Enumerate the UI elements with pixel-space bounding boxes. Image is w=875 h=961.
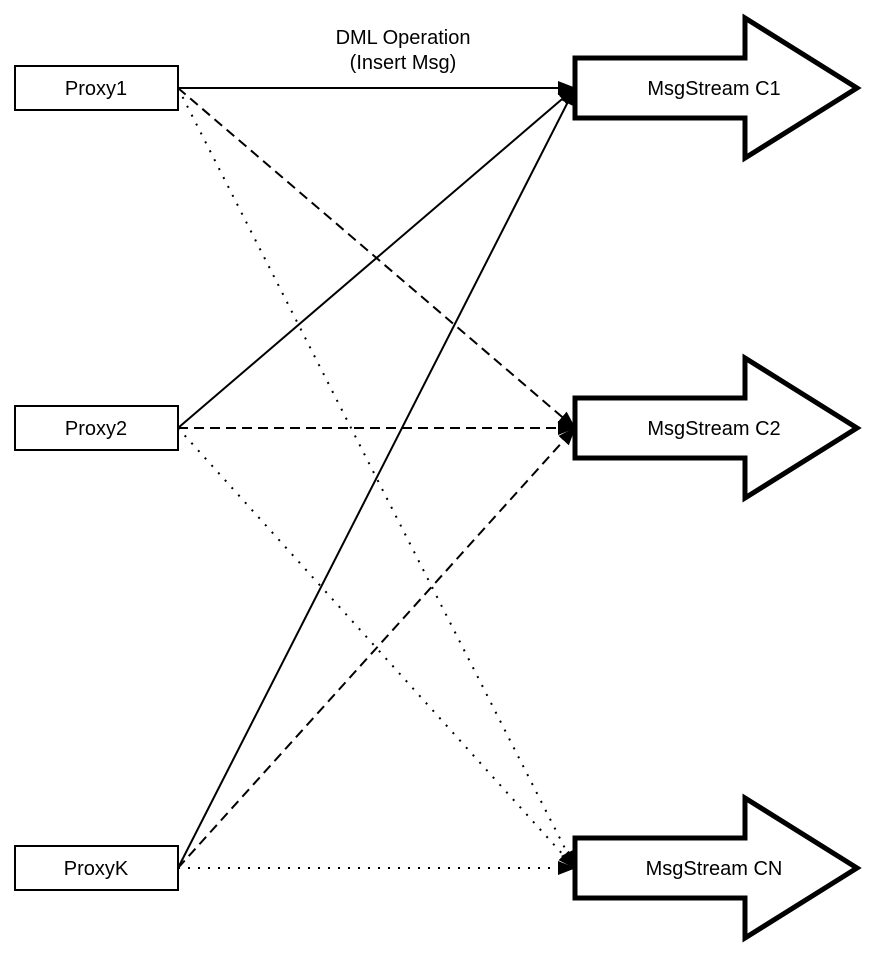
proxy2-node: Proxy2: [14, 405, 179, 451]
msgstream-cn-node: MsgStream CN: [572, 793, 862, 943]
msgstream-cn-label: MsgStream CN: [646, 858, 783, 880]
edge-pk-c2: [177, 427, 576, 869]
proxy2-label: Proxy2: [65, 418, 127, 440]
msgstream-c1-label: MsgStream C1: [647, 78, 780, 100]
annotation-line2: (Insert Msg): [350, 52, 457, 74]
dml-operation-annotation: DML Operation (Insert Msg): [336, 27, 471, 74]
msgstream-c2-arrow: [572, 353, 862, 503]
msgstream-c1-arrow: [572, 13, 862, 163]
msgstream-c1-node: MsgStream C1: [572, 13, 862, 163]
proxyk-box: [14, 845, 179, 891]
msgstream-c2-label: MsgStream C2: [647, 418, 780, 440]
proxy1-label: Proxy1: [65, 78, 127, 100]
proxy1-box: [14, 65, 179, 111]
proxyk-label: ProxyK: [64, 858, 129, 880]
msgstream-c2-node: MsgStream C2: [572, 353, 862, 503]
proxy1-node: Proxy1: [14, 65, 179, 111]
proxy2-box: [14, 405, 179, 451]
edge-pk-c1: [177, 87, 576, 869]
msgstream-cn-arrow: [572, 793, 862, 943]
annotation-line1: DML Operation: [336, 27, 471, 49]
edges-layer: [177, 81, 576, 875]
edge-p2-c1: [177, 87, 576, 429]
proxyk-node: ProxyK: [14, 845, 179, 891]
